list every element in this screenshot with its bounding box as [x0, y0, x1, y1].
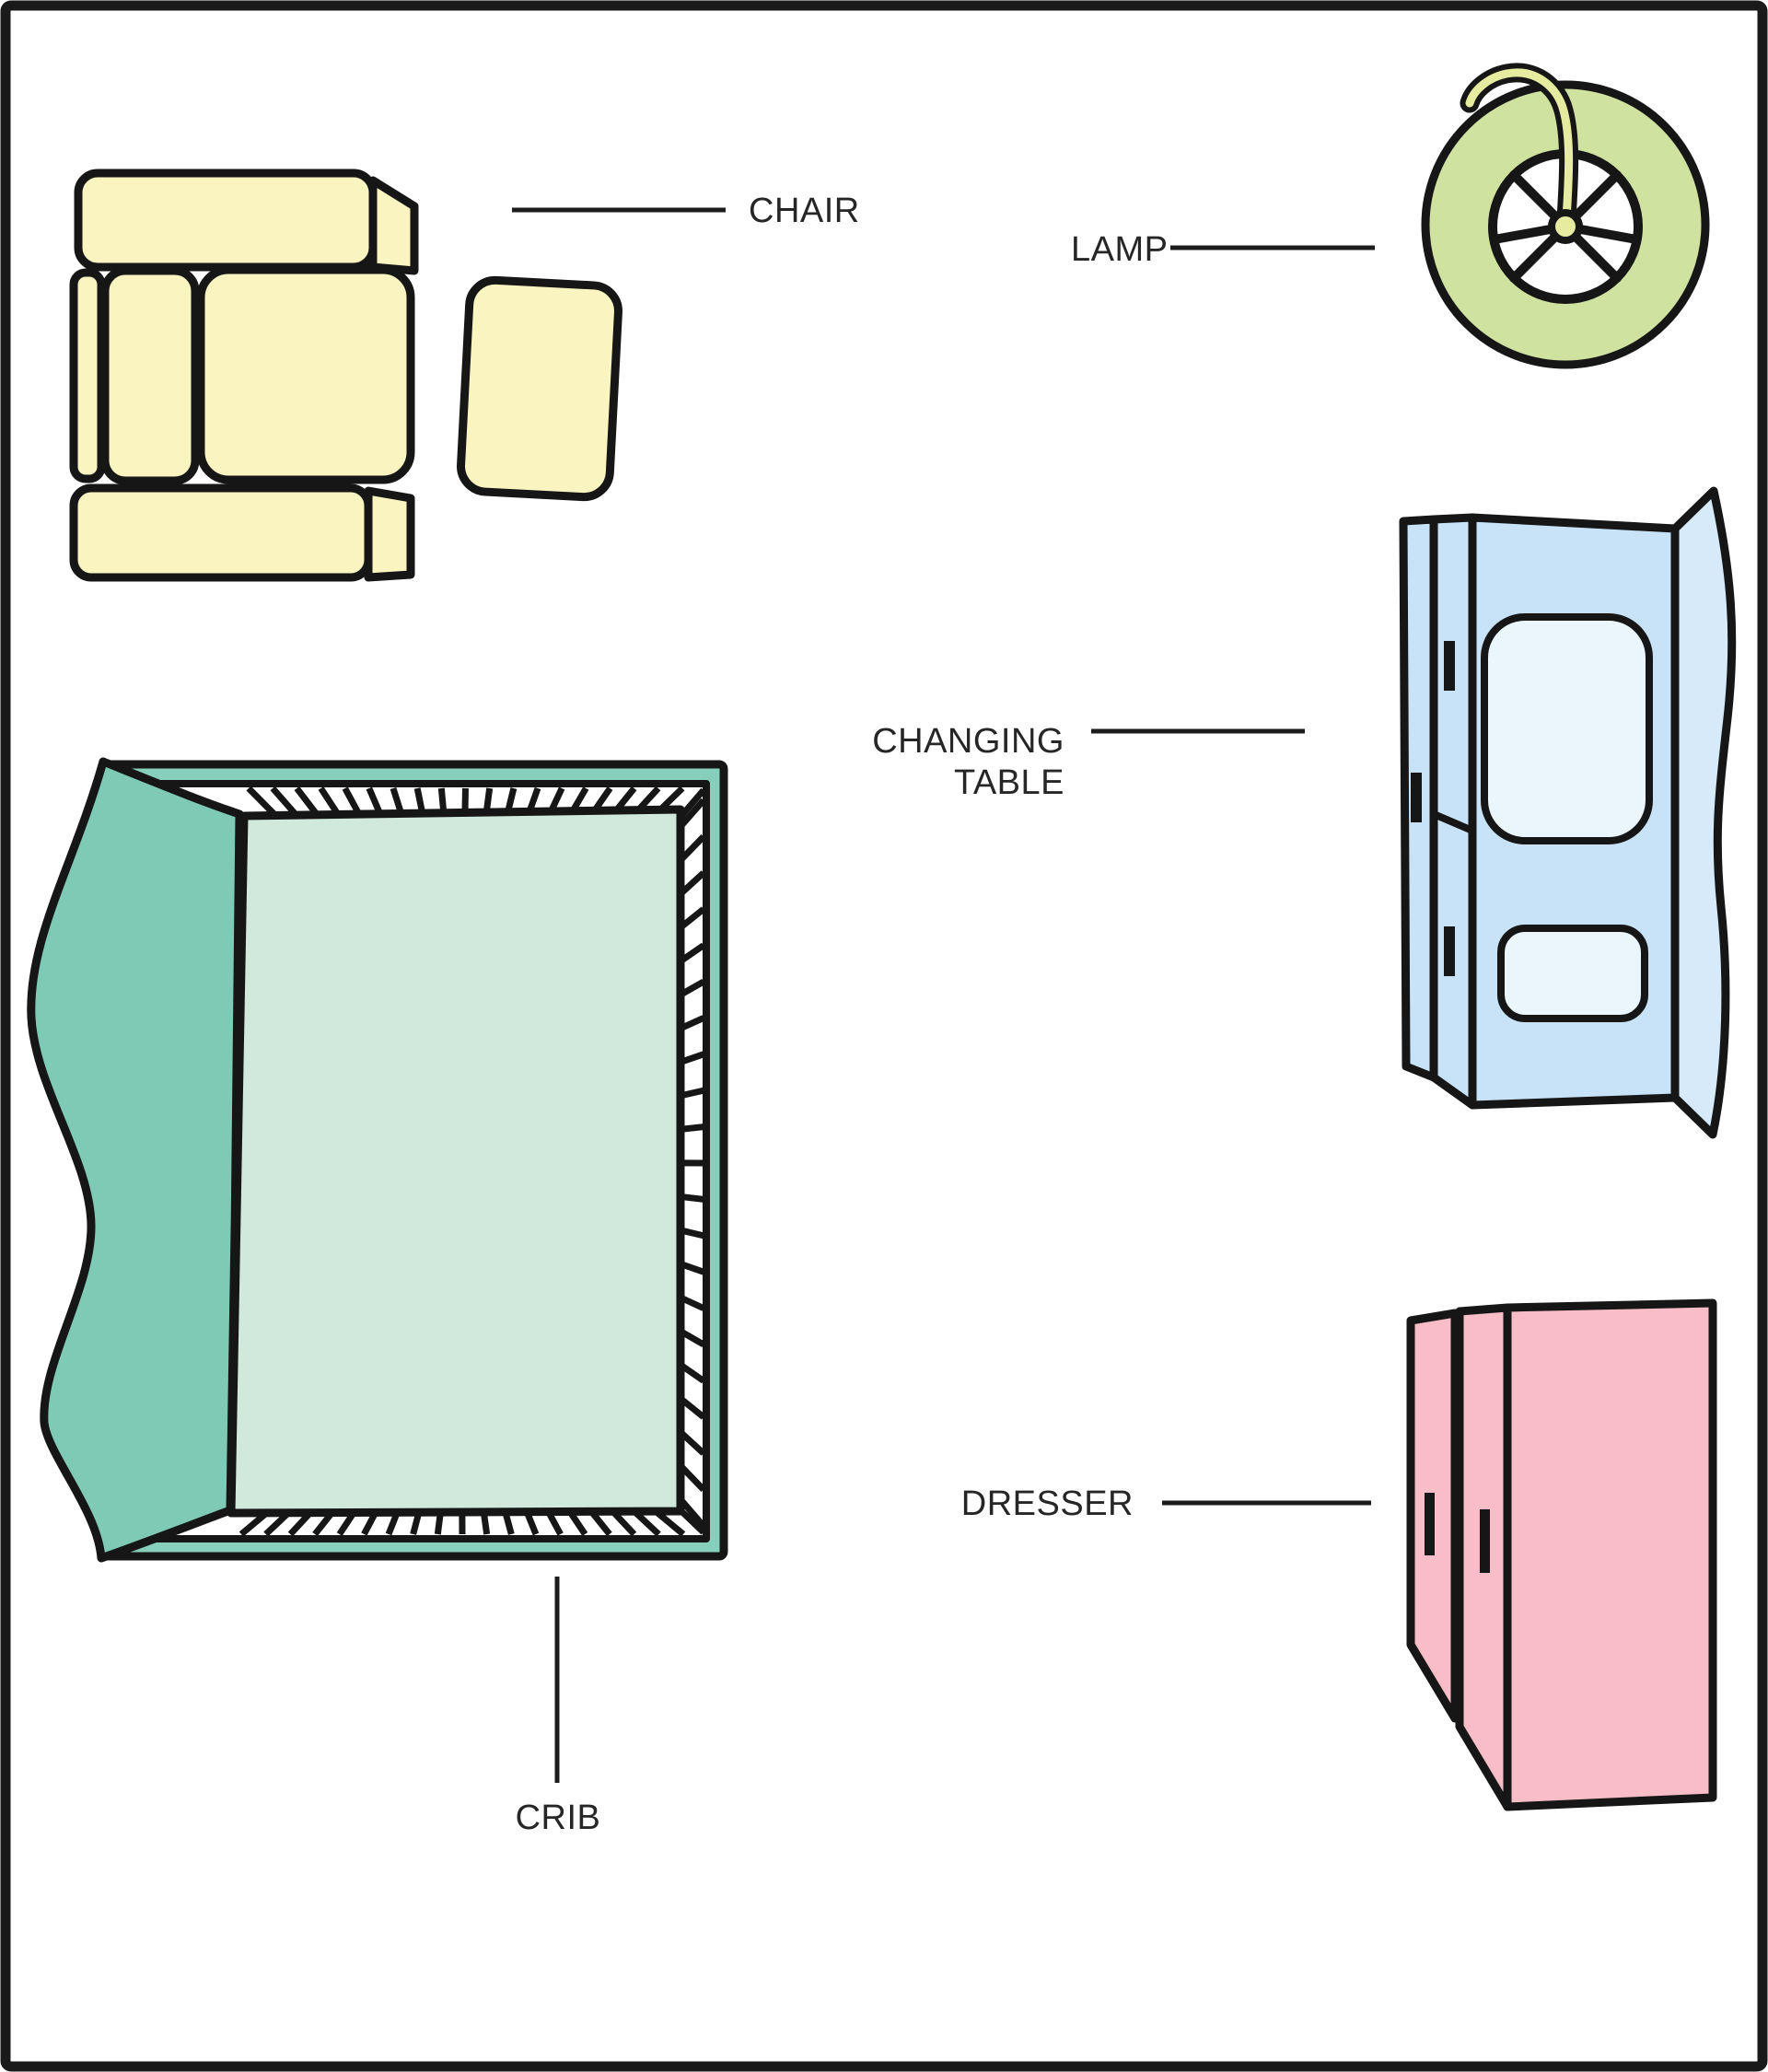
dresser-handle-left	[1425, 1493, 1435, 1555]
changing-table-handle-middle	[1411, 773, 1422, 822]
labels-layer: CHAIR LAMP CHANGING TABLE CRIB DRESSER	[512, 192, 1375, 1837]
changing-table-label-line2: TABLE	[954, 763, 1064, 802]
lamp-label: LAMP	[1071, 230, 1168, 269]
dresser-figure	[1406, 1298, 1717, 1811]
changing-table-door-split	[1432, 810, 1474, 834]
chair-back-bevel	[368, 176, 419, 275]
crib-figure	[27, 757, 728, 1563]
changing-table-label-line1: CHANGING	[872, 722, 1064, 761]
chair-ottoman	[457, 275, 622, 502]
lamp-cord	[1465, 68, 1574, 224]
chair-seat-cushion	[196, 265, 415, 484]
dresser-handle-right	[1480, 1509, 1490, 1573]
chair-armrest	[100, 266, 200, 485]
changing-table-figure	[1399, 486, 1737, 1139]
dresser-label: DRESSER	[961, 1484, 1134, 1523]
changing-table-tray	[1497, 925, 1648, 1022]
crib-label: CRIB	[516, 1798, 601, 1837]
changing-table-side-flap	[1670, 486, 1737, 1139]
changing-table-door-strip	[1429, 513, 1477, 1110]
changing-table-handle-bottom	[1444, 926, 1455, 976]
lamp-figure	[1421, 63, 1710, 369]
chair-label: CHAIR	[749, 192, 860, 230]
chair-figure	[69, 169, 622, 582]
changing-table-pad	[1481, 613, 1653, 844]
chair-back-cushion	[74, 169, 378, 272]
crib-mattress	[227, 805, 685, 1518]
changing-table-handle-top	[1444, 641, 1455, 691]
chair-armrest-edge	[69, 268, 106, 483]
lamp-finial-hub	[1548, 209, 1583, 244]
crib-blanket	[27, 757, 244, 1563]
crib-corner-joints	[679, 787, 706, 1535]
dresser-top-panel	[1503, 1298, 1717, 1811]
chair-front-bevel	[364, 486, 415, 582]
chair-front-cushion	[69, 483, 373, 582]
